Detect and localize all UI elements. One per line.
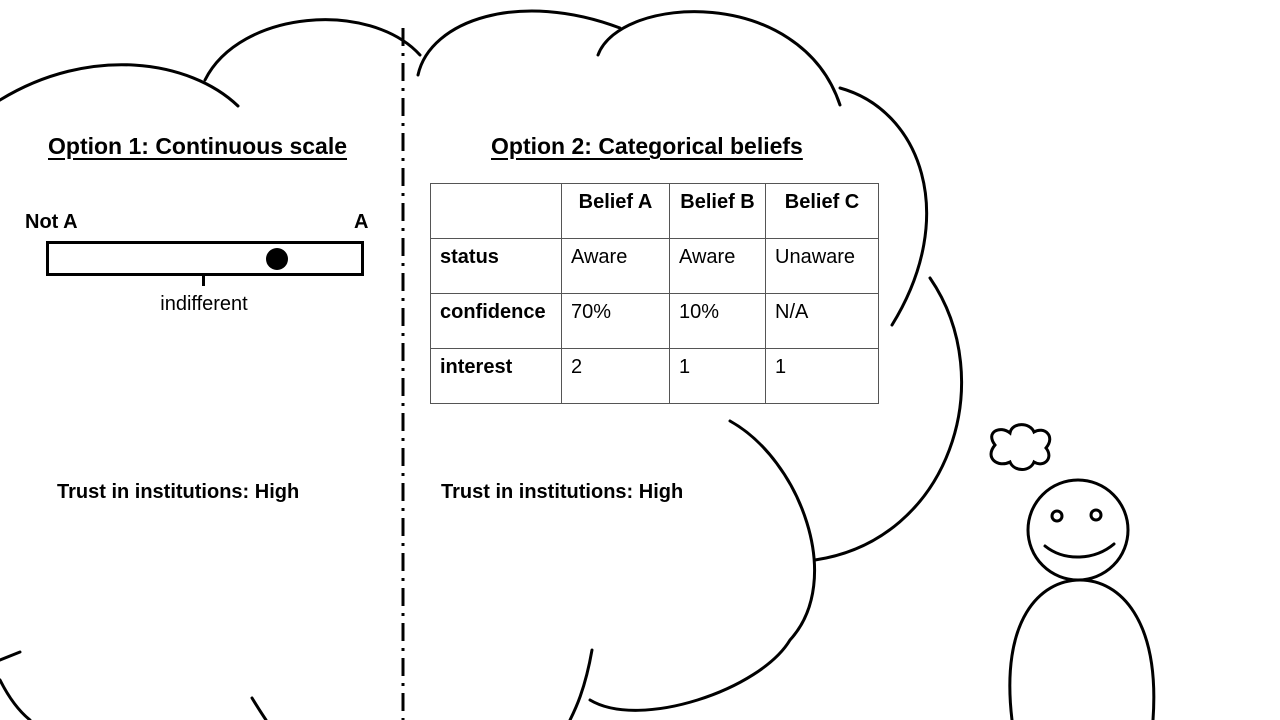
table-cell: Aware [561, 238, 670, 294]
row-label: confidence [430, 293, 562, 349]
scale-midpoint-tick [202, 273, 205, 286]
table-corner-cell [430, 183, 562, 239]
table-cell: 1 [765, 348, 879, 404]
table-cell: Aware [669, 238, 766, 294]
person-head [1026, 478, 1130, 582]
column-header: Belief A [561, 183, 670, 239]
beliefs-table: Belief A Belief B Belief C status Aware … [430, 183, 879, 404]
scale-right-label: A [354, 211, 369, 233]
person-eye-left [1050, 509, 1064, 523]
person-eye-right [1089, 508, 1103, 522]
cloud-lobe [588, 419, 816, 712]
column-header: Belief B [669, 183, 766, 239]
cloud-lobe [838, 86, 929, 327]
column-header: Belief C [765, 183, 879, 239]
person-smile [1043, 542, 1116, 559]
option1-heading: Option 1: Continuous scale [48, 133, 348, 159]
cloud-lobe [0, 63, 240, 108]
option2-heading: Option 2: Categorical beliefs [491, 133, 803, 159]
cloud-lobe [596, 10, 842, 107]
option2-trust-text: Trust in institutions: High [441, 481, 684, 503]
belief-position-marker [265, 248, 288, 270]
cloud-lobe [203, 18, 422, 82]
cloud-lobe [416, 9, 622, 77]
table-cell: 10% [669, 293, 766, 349]
table-cell: Unaware [765, 238, 879, 294]
scale-midpoint-label: indifferent [160, 293, 248, 315]
belief-scale-bar [46, 241, 364, 276]
table-cell: 1 [669, 348, 766, 404]
table-cell: 2 [561, 348, 670, 404]
cloud-lobe [0, 678, 32, 720]
table-row: interest 2 1 1 [430, 348, 879, 404]
table-header-row: Belief A Belief B Belief C [430, 183, 879, 239]
row-label: interest [430, 348, 562, 404]
table-row: status Aware Aware Unaware [430, 238, 879, 294]
option1-trust-text: Trust in institutions: High [57, 481, 300, 503]
scale-left-label: Not A [25, 211, 78, 233]
table-cell: 70% [561, 293, 670, 349]
cloud-lobe [0, 650, 22, 662]
row-label: status [430, 238, 562, 294]
cloud-lobe [250, 696, 268, 720]
cloud-lobe [813, 276, 963, 562]
thought-bubble-small [989, 423, 1052, 471]
person-body [1008, 578, 1156, 720]
table-cell: N/A [765, 293, 879, 349]
table-row: confidence 70% 10% N/A [430, 293, 879, 349]
cloud-lobe [568, 648, 594, 720]
